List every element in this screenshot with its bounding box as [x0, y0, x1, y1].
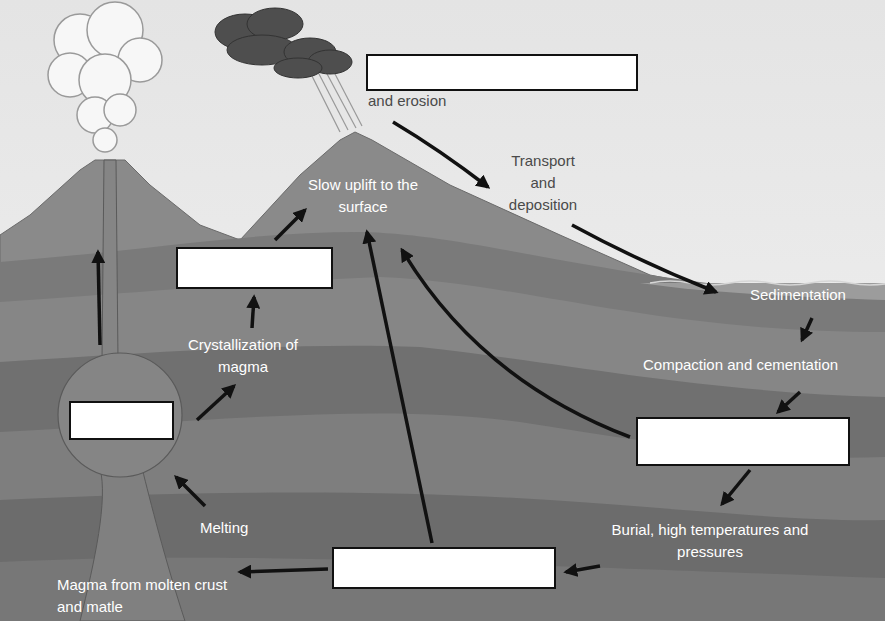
blank-answer-box	[70, 55, 849, 588]
cycle-arrow	[98, 122, 812, 572]
land-layer	[0, 132, 885, 621]
process-label: and erosion	[368, 90, 568, 112]
rain-cloud	[215, 8, 352, 78]
process-label: Slow uplift to the surface	[306, 174, 420, 218]
process-label: Compaction and cementation	[643, 354, 881, 376]
volcanic-conduit	[102, 160, 118, 360]
rock-layer	[0, 346, 885, 621]
process-label: Melting	[200, 517, 280, 539]
source-label: Magma from molten crust and matle	[57, 574, 237, 618]
process-label: Sedimentation	[750, 284, 880, 306]
process-label: Crystallization of magma	[180, 334, 306, 378]
ash-plume	[48, 2, 162, 152]
rock-layer	[0, 277, 885, 621]
rock-layer	[0, 232, 885, 621]
rain	[310, 72, 362, 132]
magma-chamber	[58, 353, 182, 477]
process-label: Transport and deposition	[500, 150, 586, 216]
process-label: Burial, high temperatures and pressures	[600, 519, 820, 563]
sea-surface	[650, 281, 885, 285]
